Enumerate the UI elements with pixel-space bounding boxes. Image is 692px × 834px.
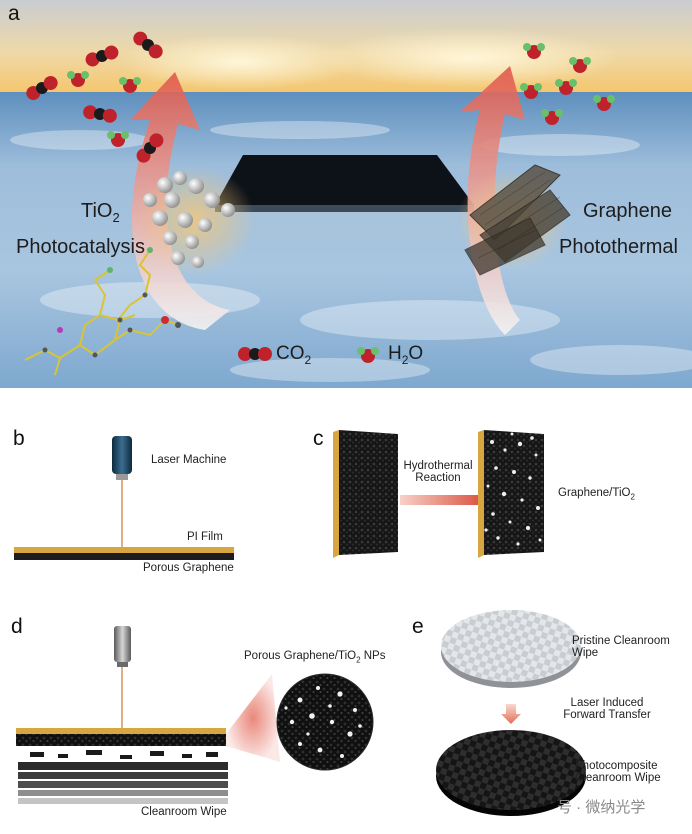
- transferred-fragments: [30, 750, 218, 759]
- panel-d-label: d: [11, 615, 23, 638]
- sun-glow-left: [120, 34, 360, 90]
- photocomposite-wipe-label-line2: Cleanroom Wipe: [575, 772, 661, 784]
- cleanroom-wipe-stack: [18, 762, 228, 804]
- reaction-label-line1: Hydrothermal: [403, 460, 473, 472]
- h2o-molecules: [67, 43, 615, 147]
- pristine-wipe-label-line2: Wipe: [572, 647, 599, 659]
- membrane-reflection: [215, 212, 474, 248]
- membrane-top: [215, 155, 474, 205]
- graphene-label: Graphene: [583, 200, 672, 222]
- laser-machine-head-d: [114, 626, 131, 662]
- legend-h2o-icon: [357, 347, 379, 363]
- pristine-wipe-label: Pristine Cleanroom Wipe: [572, 635, 670, 659]
- pi-film-layer: [14, 547, 234, 553]
- graphene-tio2-sheet: [484, 430, 544, 555]
- graphene-tio2-layer-d: [16, 734, 226, 746]
- tio2-cluster: [143, 171, 235, 268]
- lift-label-line1: Laser Induced: [570, 697, 644, 709]
- porous-graphene-before: [339, 430, 398, 555]
- pi-film-edge-after: [478, 430, 484, 558]
- reaction-label-line2: Reaction: [415, 472, 461, 484]
- membrane-edge: [215, 205, 474, 212]
- panel-e-illustration: [436, 610, 586, 816]
- porous-graphene-label: Porous Graphene: [143, 562, 234, 574]
- zoom-label: Porous Graphene/TiO2 NPs: [244, 650, 386, 665]
- porous-graphene-layer: [14, 553, 234, 560]
- photocomposite-wipe: [436, 730, 586, 810]
- panel-a-illustration: [0, 0, 692, 388]
- panel-c-label: c: [313, 427, 324, 450]
- pi-film-edge-before: [333, 430, 339, 558]
- legend-co2-label: CO2: [276, 343, 312, 367]
- co2-molecules: [26, 31, 164, 163]
- laser-machine-label: Laser Machine: [151, 454, 227, 466]
- reaction-arrow: [400, 488, 494, 512]
- tio2-label: TiO2: [81, 200, 120, 225]
- photocatalysis-label: Photocatalysis: [16, 236, 145, 258]
- legend-h2o-label: H2O: [388, 343, 424, 367]
- photocomposite-wipe-label: Photocomposite Cleanroom Wipe: [575, 760, 661, 784]
- photocomposite-wipe-label-line1: Photocomposite: [575, 760, 658, 772]
- pi-film-d: [16, 728, 226, 734]
- sun-glow-right: [320, 28, 620, 88]
- tio2-particles: [484, 432, 542, 546]
- graphene-sheets: [464, 164, 571, 276]
- graphene-tio2-label: Graphene/TiO2: [558, 487, 635, 502]
- panel-e-label: e: [412, 615, 424, 638]
- panel-a: a TiO2 Photocatalysis Graphene Photother…: [0, 0, 692, 388]
- laser-machine-head: [112, 436, 132, 474]
- panel-c-illustration: [333, 430, 544, 558]
- dye-atoms: [42, 247, 181, 358]
- panel-a-label: a: [8, 2, 20, 25]
- photothermal-label: Photothermal: [559, 236, 678, 258]
- lift-arrow: [501, 704, 521, 724]
- panel-b-label: b: [13, 427, 25, 450]
- laser-nozzle: [116, 474, 128, 480]
- lift-label-line2: Forward Transfer: [563, 709, 651, 721]
- watermark: 号 · 微纳光学: [557, 799, 646, 816]
- panel-b-illustration: [14, 436, 234, 560]
- cleanroom-wipe-label: Cleanroom Wipe: [141, 806, 227, 818]
- panel-d-illustration: [16, 626, 374, 804]
- laser-nozzle-d: [117, 662, 128, 667]
- pi-film-label: PI Film: [187, 531, 223, 543]
- legend-co2-icon: [238, 347, 272, 361]
- zoom-tio2-nps: [284, 686, 362, 758]
- lift-label: Laser Induced Forward Transfer: [552, 697, 662, 721]
- pristine-wipe: [441, 610, 581, 682]
- pristine-wipe-label-line1: Pristine Cleanroom: [572, 635, 670, 647]
- reaction-label: Hydrothermal Reaction: [400, 460, 476, 484]
- zoom-beam: [226, 674, 280, 762]
